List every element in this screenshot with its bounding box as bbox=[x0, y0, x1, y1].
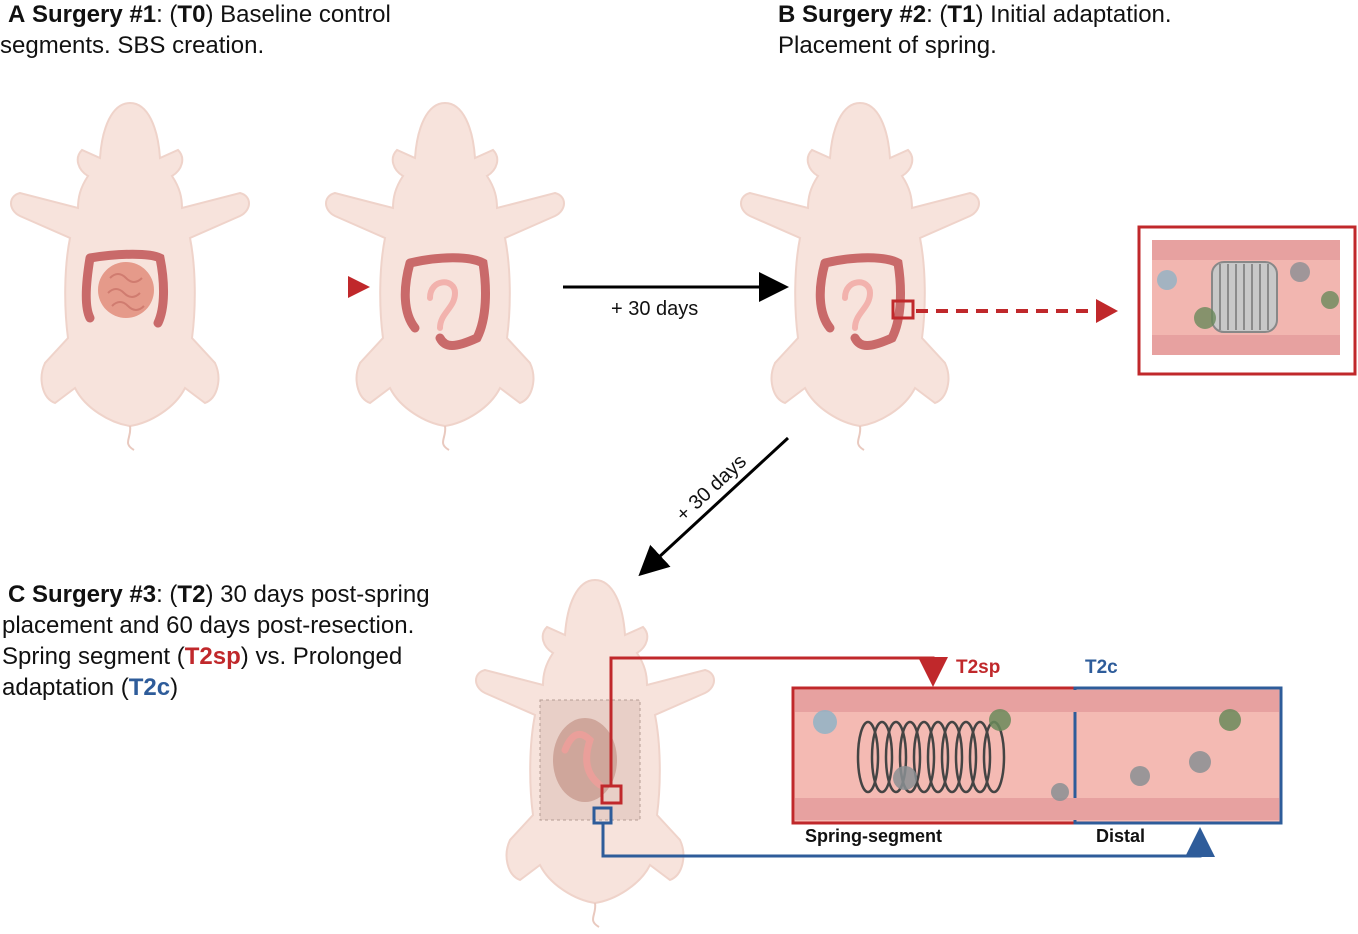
spring-site-marker bbox=[891, 299, 915, 320]
panel-a-caption: A Surgery #1: (T0) Baseline control segm… bbox=[0, 1, 391, 59]
colon-frame bbox=[400, 253, 490, 350]
t2sp-label: T2sp bbox=[956, 657, 1001, 678]
panel-letter: B bbox=[778, 1, 796, 28]
surgery-title: Surgery #2 bbox=[802, 1, 927, 28]
spring-segment-label: Spring-segment bbox=[805, 826, 943, 846]
colon-frame bbox=[81, 249, 169, 328]
panel-c-caption: C Surgery #3: (T2) 30 days post-spring p… bbox=[2, 581, 430, 701]
arrow-pig3-to-pig4 bbox=[638, 436, 790, 577]
remnant-loop bbox=[427, 279, 459, 331]
t2sp-connector bbox=[609, 656, 948, 786]
inset-t2-segments bbox=[791, 686, 1283, 825]
panel-letter: C bbox=[8, 581, 26, 608]
panel-letter: A bbox=[8, 1, 26, 28]
days-label-1: + 30 days bbox=[611, 298, 699, 320]
inset-spring-placement bbox=[1137, 225, 1357, 376]
pig-2-illustration bbox=[325, 102, 565, 451]
surgery-title: Surgery #3 bbox=[32, 581, 157, 608]
distal-label: Distal bbox=[1096, 826, 1146, 846]
pig-1-illustration bbox=[10, 102, 250, 451]
pig-3-illustration bbox=[740, 102, 980, 451]
surgery-title: Surgery #1 bbox=[32, 1, 157, 28]
t2c-label: T2c bbox=[1085, 657, 1118, 678]
pig-4-illustration bbox=[475, 579, 715, 928]
small-intestine bbox=[98, 262, 154, 318]
colon-frame bbox=[815, 253, 905, 350]
t2c-connector bbox=[601, 823, 1215, 858]
panel-b-caption: B Surgery #2: (T1) Initial adaptation. P… bbox=[778, 1, 1172, 59]
